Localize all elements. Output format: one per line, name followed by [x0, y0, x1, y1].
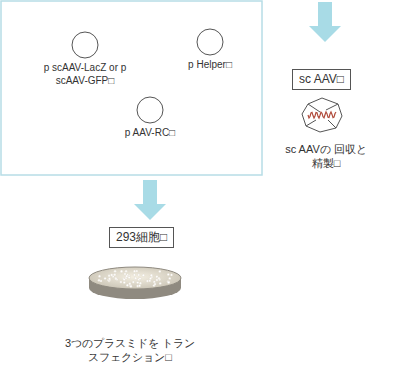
flow-arrow [309, 2, 341, 42]
plasmid-node: p Helper□ [170, 28, 250, 72]
plasmid-label: p AAV-RC□ [110, 127, 190, 140]
plasmid-circle [71, 31, 99, 59]
petri-dish [89, 267, 181, 299]
process-box: 293細胞□ [109, 227, 174, 248]
step-caption: 3つのプラスミドを トランスフェクション□ [64, 336, 196, 365]
plasmid-circle [196, 28, 224, 56]
virus-icon [302, 98, 342, 132]
plasmid-node: p AAV-RC□ [110, 96, 190, 140]
flow-arrow [134, 180, 166, 220]
plasmid-label: p scAAV-LacZ or p scAAV-GFP□ [37, 62, 133, 87]
process-box: sc AAV□ [292, 69, 351, 90]
box-label: 293細胞□ [116, 230, 167, 245]
box-label: sc AAV□ [299, 72, 344, 87]
plasmid-label: p Helper□ [170, 59, 250, 72]
plasmid-circle [136, 96, 164, 124]
plasmid-panel [1, 1, 262, 175]
step-caption: sc AAVの 回収と精製□ [281, 142, 371, 171]
plasmid-node: p scAAV-LacZ or p scAAV-GFP□ [37, 31, 133, 87]
